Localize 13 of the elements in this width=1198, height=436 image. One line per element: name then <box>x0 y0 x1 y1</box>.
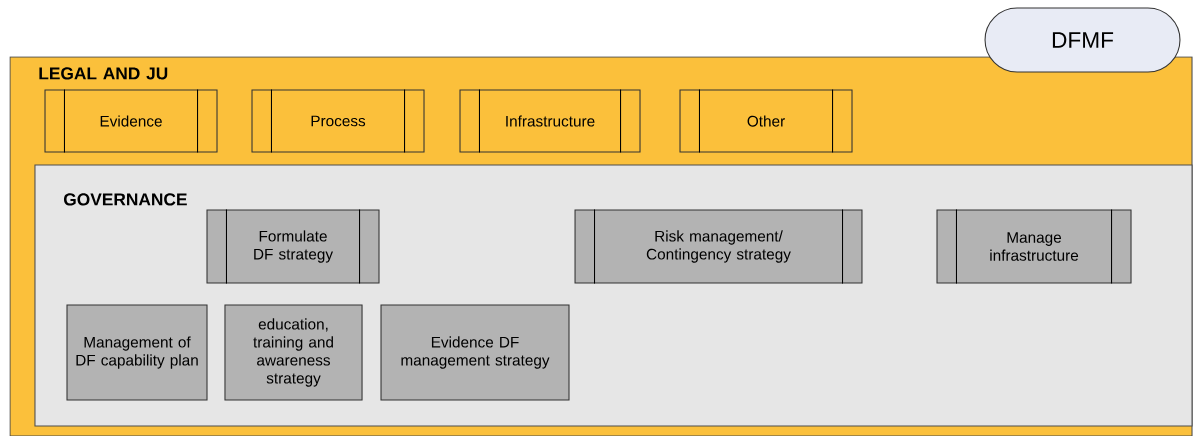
panel-heading: LEGAL AND JU <box>39 67 168 80</box>
process-box: Risk management/ Contingency strategy <box>574 208 863 285</box>
rounded-box: DFMF <box>984 7 1181 73</box>
process-box: Process <box>251 88 425 154</box>
process-box: Formulate DF strategy <box>206 208 380 285</box>
box: Evidence DF management strategy <box>380 304 570 401</box>
process-box: Other <box>679 88 853 154</box>
process-box: Evidence <box>44 88 218 154</box>
process-box: Manage infrastructure <box>936 208 1132 285</box>
process-box: Infrastructure <box>459 88 641 154</box>
box: Management of DF capability plan <box>66 304 208 401</box>
box: education, training and awareness strategy <box>224 304 363 401</box>
panel-heading: GOVERNANCE <box>64 193 187 206</box>
